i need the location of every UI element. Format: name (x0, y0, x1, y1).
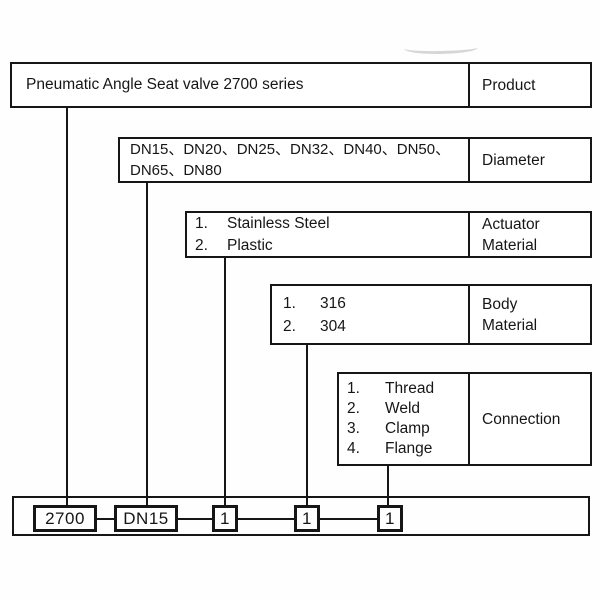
product-title: Pneumatic Angle Seat valve 2700 series (26, 76, 304, 93)
diameter-list-line1: DN15、DN20、DN25、DN32、DN40、DN50、 (130, 141, 451, 158)
connection-box: 1. Thread 2. Weld 3. Clamp 4. Flange Con… (337, 372, 592, 466)
diameter-list-line2: DN65、DN80 (130, 162, 222, 179)
connection-option-1: 1. Thread (347, 380, 435, 397)
connection-options: 1. Thread 2. Weld 3. Clamp 4. Flange (339, 374, 468, 464)
code-segment-connection: 1 (377, 505, 403, 532)
product-box-label: Product (468, 64, 590, 106)
connection-option-4: 4. Flange (347, 440, 433, 457)
code-segment-actuator: 1 (212, 505, 238, 532)
product-box-content: Pneumatic Angle Seat valve 2700 series (12, 64, 468, 106)
code-link-4 (317, 518, 379, 520)
body-option-2: 2. 304 (283, 317, 346, 335)
actuator-material-box: 1. Stainless Steel 2. Plastic Actuator M… (185, 211, 592, 258)
code-row-outline (12, 496, 590, 536)
code-link-1 (96, 518, 116, 520)
actuator-material-label: Actuator Material (468, 213, 590, 256)
connection-option-2: 2. Weld (347, 400, 421, 417)
connector-line-diameter (146, 181, 148, 510)
watermark-swoosh-artifact (403, 41, 479, 55)
product-box: Pneumatic Angle Seat valve 2700 series P… (10, 62, 592, 108)
code-link-2 (177, 518, 214, 520)
code-segment-diameter: DN15 (114, 505, 178, 532)
actuator-option-2: 2. Plastic (195, 236, 273, 254)
body-option-1: 1. 316 (283, 294, 346, 312)
connector-line-actuator (224, 256, 226, 510)
code-segment-body: 1 (294, 505, 320, 532)
code-segment-product: 2700 (33, 505, 97, 532)
actuator-material-options: 1. Stainless Steel 2. Plastic (187, 213, 468, 256)
diameter-box-label: Diameter (468, 139, 590, 181)
body-material-options: 1. 316 2. 304 (272, 286, 468, 343)
code-link-3 (236, 518, 296, 520)
diameter-box: DN15、DN20、DN25、DN32、DN40、DN50、 DN65、DN80… (118, 137, 592, 183)
connector-line-product (66, 106, 68, 510)
actuator-option-1: 1. Stainless Steel (195, 214, 330, 232)
body-material-box: 1. 316 2. 304 Body Material (270, 284, 592, 345)
connection-option-3: 3. Clamp (347, 420, 430, 437)
diameter-box-content: DN15、DN20、DN25、DN32、DN40、DN50、 DN65、DN80 (120, 139, 468, 181)
connection-label: Connection (468, 374, 590, 464)
body-material-label: Body Material (468, 286, 590, 343)
connector-line-body (306, 343, 308, 510)
connector-line-connection (387, 464, 389, 510)
